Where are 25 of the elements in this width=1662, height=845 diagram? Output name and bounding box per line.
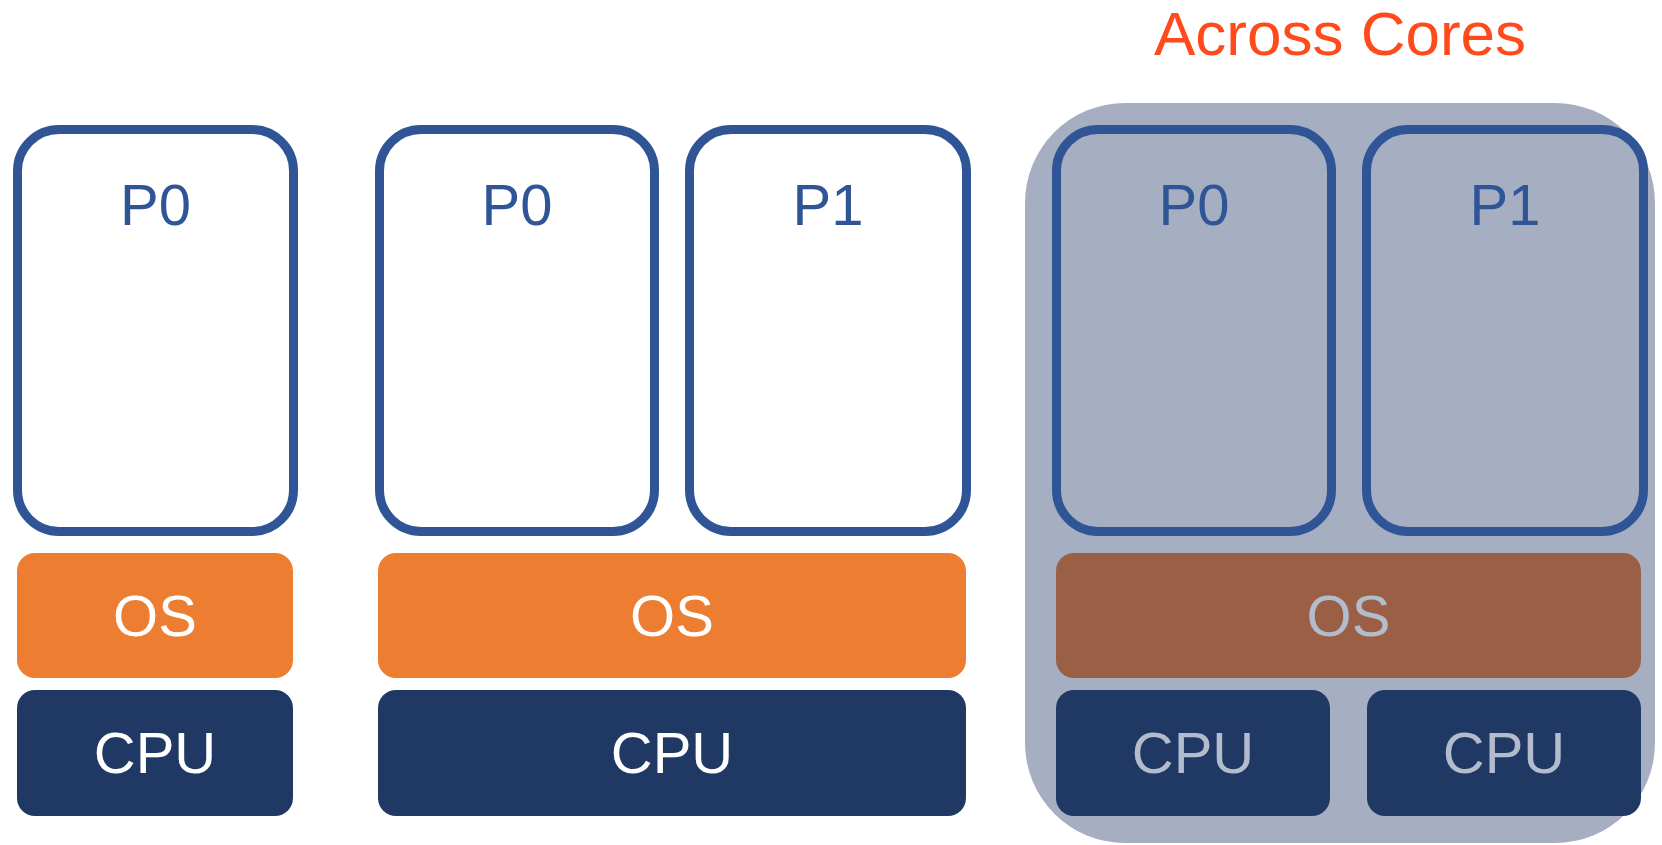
os-layer-bar <box>378 553 966 678</box>
process-label: P1 <box>1469 176 1541 234</box>
os-layer-bar <box>1056 553 1641 678</box>
process-label: P0 <box>1158 176 1230 234</box>
layer-label: CPU <box>610 724 734 782</box>
layer-label: OS <box>113 586 197 645</box>
process-label: P0 <box>481 176 553 234</box>
process-label: P0 <box>120 176 191 234</box>
process-box <box>375 125 659 536</box>
cpu-block <box>378 690 966 816</box>
layer-label: OS <box>1306 586 1391 645</box>
layer-label: CPU <box>1131 724 1255 782</box>
cpu-block <box>1367 690 1641 816</box>
process-box <box>13 125 298 536</box>
layer-label: CPU <box>1442 724 1566 782</box>
cpu-block <box>1056 690 1330 816</box>
os-layer-bar <box>17 553 293 678</box>
process-box <box>1052 125 1336 536</box>
process-box <box>1362 125 1648 536</box>
heading: Across Cores <box>1152 3 1528 65</box>
layer-label: OS <box>630 586 714 645</box>
layer-label: CPU <box>93 724 217 782</box>
process-box <box>685 125 971 536</box>
process-label: P1 <box>792 176 864 234</box>
cpu-block <box>17 690 293 816</box>
